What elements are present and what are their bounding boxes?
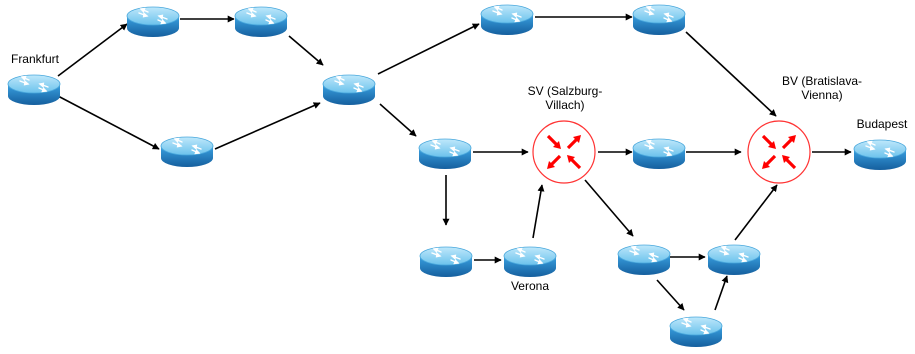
edge-frankfurt-r3 (57, 95, 160, 150)
router-icon-r10 (617, 244, 671, 276)
router-icon-r4 (322, 74, 376, 106)
router-icon-r6 (632, 4, 686, 36)
router-icon-r7 (418, 138, 472, 170)
edges (57, 13, 852, 311)
edge-r3-r4 (214, 102, 321, 150)
router-icon-frankfurt (7, 74, 61, 106)
node-label-budapest: Budapest (856, 117, 908, 131)
edge-r2-r4 (288, 35, 324, 66)
nodes (7, 4, 907, 348)
router-icon-r9 (419, 246, 473, 278)
edge-r10-r12 (656, 279, 685, 311)
edge-sv-r10 (584, 179, 634, 237)
edge-r4-r7 (379, 103, 417, 137)
router-icon-r3 (160, 136, 214, 168)
router-icon-r1 (126, 6, 180, 38)
node-label-sv-line1: SV (Salzburg- (527, 84, 603, 98)
node-label-frankfurt: Frankfurt (10, 52, 59, 66)
router-icon-r5 (480, 4, 534, 36)
edge-frankfurt-r1 (57, 23, 128, 77)
node-label-bv-line1: BV (Bratislava- (781, 74, 863, 88)
edge-r12-r11 (714, 275, 729, 311)
edge-verona-sv (532, 184, 545, 239)
node-label-verona: Verona (510, 279, 550, 293)
traffic-exchange-icon-sv (531, 119, 597, 185)
router-icon-r2 (234, 6, 288, 38)
edge-r11-bv (734, 184, 778, 241)
router-icon-budapest (853, 139, 907, 171)
edge-r6-bv (685, 31, 777, 117)
node-label-sv: SV (Salzburg- Villach) (515, 84, 615, 112)
router-icon-r12 (669, 316, 723, 348)
router-icon-r11 (707, 244, 761, 276)
traffic-exchange-icon-bv (746, 119, 812, 185)
node-label-bv: BV (Bratislava- Vienna) (767, 74, 877, 102)
router-icon-verona (503, 246, 557, 278)
node-label-sv-line2: Villach) (545, 98, 585, 112)
router-icon-r8 (632, 138, 686, 170)
edge-r4-r5 (377, 23, 480, 75)
node-label-bv-line2: Vienna) (801, 88, 843, 102)
